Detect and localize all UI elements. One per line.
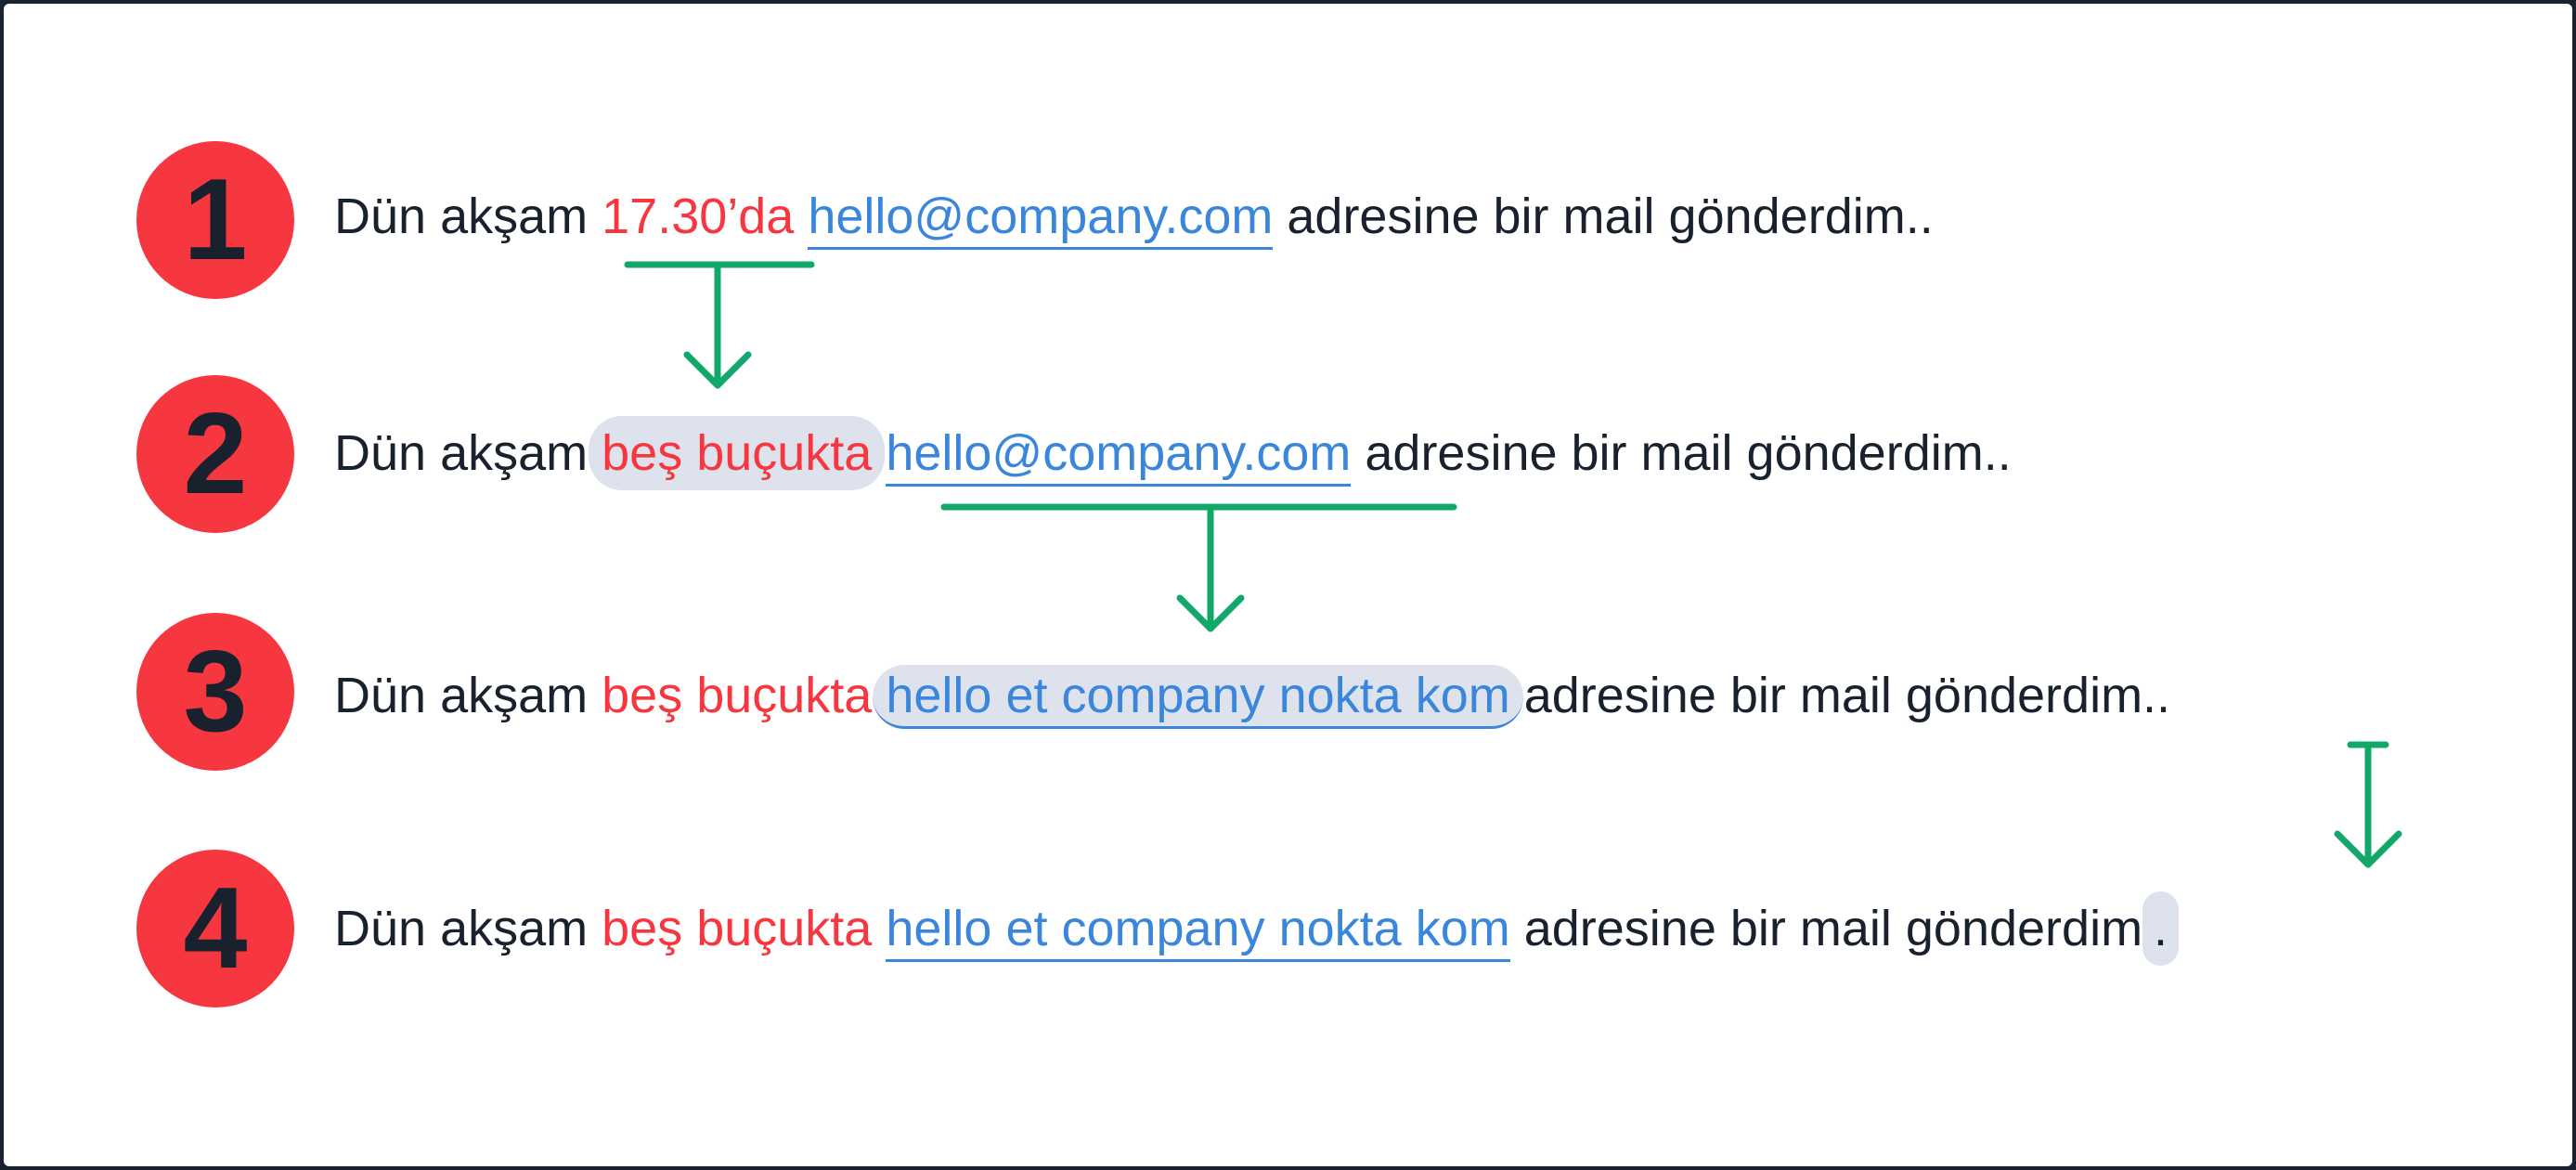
- sentence-4-prefix: Dün akşam: [334, 901, 602, 956]
- sentence-4-email: hello et company nokta kom: [886, 898, 1510, 962]
- step-number-4: 4: [183, 864, 248, 993]
- sentence-4-period-highlighted: .: [2142, 891, 2180, 966]
- sentence-4-suffix: adresine bir mail gönderdim: [1509, 901, 2143, 956]
- step-badge-4: 4: [136, 850, 294, 1008]
- step-number-1: 1: [183, 156, 248, 284]
- sentence-2-email: hello@company.com: [886, 422, 1352, 487]
- step-badge-2: 2: [136, 375, 294, 533]
- step-badge-3: 3: [136, 613, 294, 771]
- step-number-3: 3: [183, 628, 248, 756]
- sentence-1-prefix: Dün akşam: [334, 188, 602, 244]
- sentence-1-email: hello@company.com: [808, 186, 1274, 250]
- sentence-2-suffix: adresine bir mail gönderdim..: [1351, 425, 2012, 481]
- sentence-4: Dün akşam beş buçukta hello et company n…: [334, 891, 2180, 966]
- sentence-2: Dün akşam beş buçukta hello@company.com …: [334, 416, 2012, 490]
- sentence-3-time: beş buçukta: [602, 668, 873, 723]
- sentence-3-email-highlighted: hello et company nokta kom: [873, 665, 1523, 729]
- sentence-1-suffix: adresine bir mail gönderdim..: [1273, 188, 1934, 244]
- sentence-3-prefix: Dün akşam: [334, 668, 602, 723]
- step-number-2: 2: [183, 390, 248, 518]
- sentence-1: Dün akşam 17.30’da hello@company.com adr…: [334, 179, 1934, 254]
- sentence-4-time: beş buçukta: [602, 901, 873, 956]
- sentence-3: Dün akşam beş buçukta hello et company n…: [334, 658, 2170, 733]
- diagram-canvas: [4, 4, 2572, 1166]
- sentence-2-time-highlighted: beş buçukta: [589, 416, 886, 490]
- sentence-2-prefix: Dün akşam: [334, 425, 602, 481]
- sentence-3-suffix: adresine bir mail gönderdim..: [1509, 668, 2171, 723]
- step-badge-1: 1: [136, 141, 294, 299]
- sentence-1-time: 17.30’da: [602, 188, 795, 244]
